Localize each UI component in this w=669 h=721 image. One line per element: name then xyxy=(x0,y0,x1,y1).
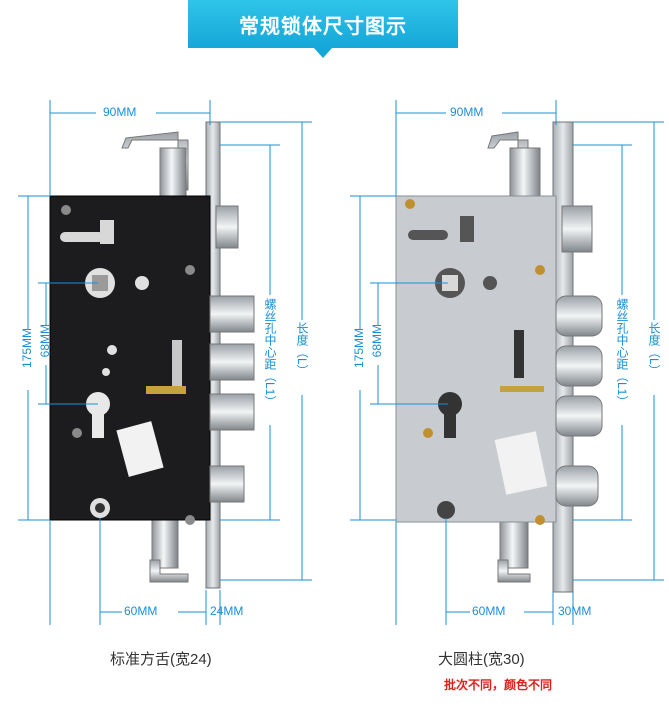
banner: 常规锁体尺寸图示 xyxy=(188,0,458,58)
banner-title: 常规锁体尺寸图示 xyxy=(239,13,407,38)
left-screw xyxy=(61,205,71,215)
right-bottom-60-label: 60MM xyxy=(472,604,506,618)
right-top-rod xyxy=(509,147,541,199)
right-width-label: 90MM xyxy=(450,105,484,119)
left-dimensions xyxy=(18,100,312,625)
left-height-68-label: 68MM xyxy=(38,324,52,358)
right-lock xyxy=(395,121,603,593)
right-caption: 大圆柱(宽30) xyxy=(438,651,525,668)
left-lock xyxy=(49,121,255,589)
right-screw-distance-label: 螺丝孔中心距（L1） xyxy=(615,298,629,408)
right-bottom-hook xyxy=(497,559,531,583)
left-bottom-60-label: 60MM xyxy=(124,604,158,618)
left-top-rod xyxy=(159,147,187,199)
batch-color-note: 批次不同，颜色不同 xyxy=(444,678,553,692)
left-width-label: 90MM xyxy=(103,105,137,119)
left-length-label: 长度（L） xyxy=(295,322,309,377)
left-screw-distance-label: 螺丝孔中心距（L1） xyxy=(263,298,277,408)
left-caption: 标准方舌(宽24) xyxy=(110,651,212,668)
left-height-175-label: 175MM xyxy=(20,328,34,369)
right-bolt xyxy=(555,295,603,337)
right-height-68-label: 68MM xyxy=(370,324,384,358)
left-faceplate-width-label: 24MM xyxy=(210,604,244,618)
right-height-175-label: 175MM xyxy=(352,328,366,369)
left-bottom-hook xyxy=(149,559,189,583)
left-bolt xyxy=(209,295,255,333)
right-lock-body xyxy=(395,195,557,523)
right-dimensions xyxy=(350,100,664,625)
right-faceplate-width-label: 30MM xyxy=(558,604,592,618)
right-length-label: 长度（L） xyxy=(647,322,661,377)
